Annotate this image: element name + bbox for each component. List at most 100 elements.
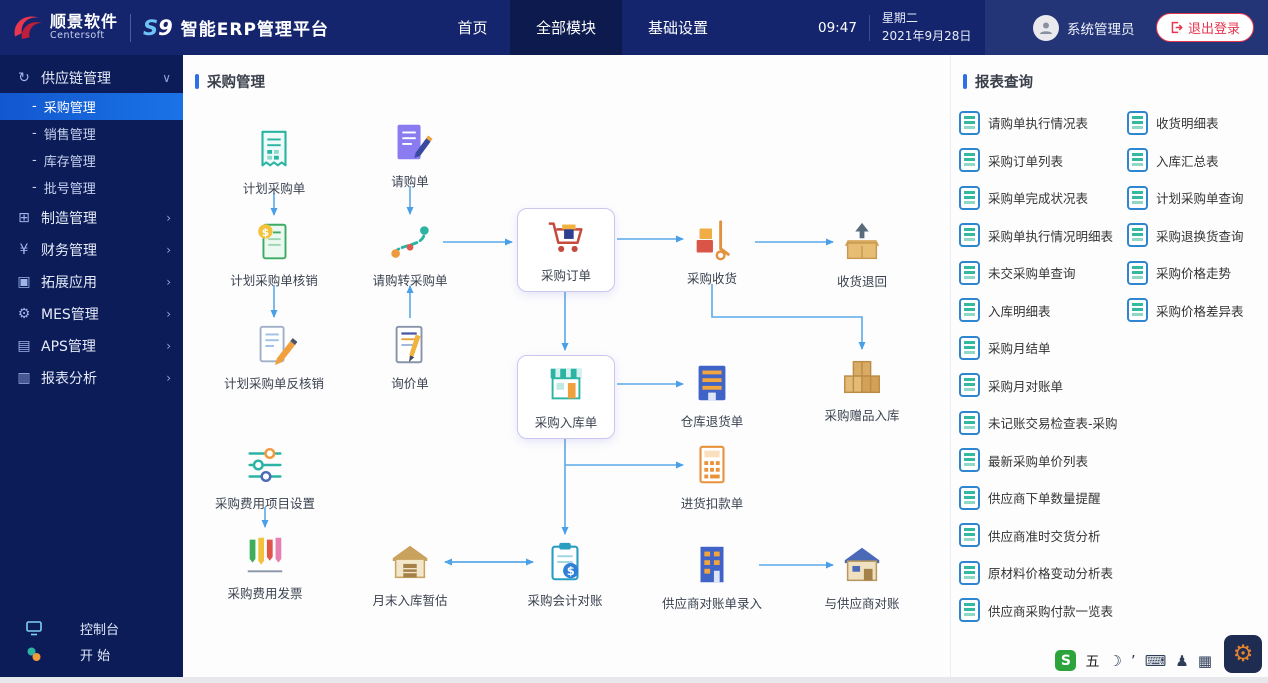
product-logo-9: 9: [158, 15, 173, 40]
flow-node-purchase-order[interactable]: 采购订单: [517, 208, 615, 292]
flow-node-receiving-return[interactable]: 收货退回: [802, 220, 922, 290]
node-label: 采购费用项目设置: [214, 496, 315, 511]
console-button[interactable]: 控制台: [0, 615, 183, 641]
report-item[interactable]: 原材料价格变动分析表: [959, 560, 1129, 585]
sidebar-group-label: 供应链管理: [41, 71, 111, 87]
flow-node-planned-purchase-order[interactable]: 计划采购单: [214, 127, 334, 197]
report-item[interactable]: 供应商采购付款一览表: [959, 598, 1129, 622]
report-item[interactable]: 入库汇总表: [1127, 148, 1268, 172]
nav-all-modules[interactable]: 全部模块: [510, 0, 622, 55]
flow-node-supplier-statement-entry[interactable]: 供应商对账单录入: [652, 542, 772, 612]
flow-node-purchase-receiving[interactable]: 采购收货: [652, 217, 772, 287]
sidebar-group-supply-chain[interactable]: ↻ 供应链管理 ∨: [0, 63, 183, 93]
keyboard-icon[interactable]: ⌨: [1144, 651, 1167, 670]
start-button[interactable]: 开 始: [0, 641, 183, 667]
flow-node-purchase-expense-invoice[interactable]: 采购费用发票: [205, 532, 325, 602]
sidebar-item-label: 采购管理: [43, 101, 96, 116]
month-end-estimate-icon: [392, 545, 428, 579]
report-item[interactable]: 采购退换货查询: [1127, 223, 1268, 247]
apostrophe-icon[interactable]: ’: [1130, 651, 1136, 670]
report-item-label: 未记账交易检查表-采购: [988, 416, 1118, 431]
sidebar-group-aps[interactable]: ▤ APS管理 ›: [0, 331, 183, 361]
report-item[interactable]: 采购订单列表: [959, 148, 1129, 172]
report-item-label: 供应商采购付款一览表: [988, 603, 1114, 619]
purchase-deduction-icon: [699, 445, 725, 484]
report-item[interactable]: 采购单完成状况表: [959, 185, 1129, 210]
settings-gear-button[interactable]: ⚙: [1224, 635, 1262, 673]
chevron-down-icon: ∨: [162, 71, 171, 85]
report-item[interactable]: 入库明细表: [959, 298, 1129, 322]
sidebar-item-purchase-management[interactable]: - 采购管理: [0, 93, 183, 120]
logout-icon: [1171, 21, 1183, 34]
brand-block: 顺景软件 Centersoft: [50, 13, 118, 41]
clock-time: 09:47: [818, 19, 857, 36]
node-label: 请购转采购单: [372, 273, 448, 288]
person-icon[interactable]: ♟: [1175, 651, 1189, 670]
flow-node-purchase-accounting-reconciliation[interactable]: $ 采购会计对账: [505, 539, 625, 609]
moon-icon[interactable]: ☽: [1108, 651, 1122, 670]
grid-icon[interactable]: ▦: [1197, 651, 1212, 670]
sidebar-group-report-analysis[interactable]: ▥ 报表分析 ›: [0, 363, 183, 393]
report-item[interactable]: 请购单执行情况表: [959, 110, 1129, 135]
node-label: 计划采购单: [242, 181, 306, 196]
report-item[interactable]: 收货明细表: [1127, 110, 1268, 135]
report-icon: [959, 260, 980, 285]
node-label: 计划采购单核销: [230, 273, 318, 288]
report-item[interactable]: 采购价格走势: [1127, 260, 1268, 285]
ime-sogou-icon[interactable]: S: [1055, 650, 1077, 671]
chevron-right-icon: ›: [166, 307, 171, 321]
bottom-scroll-strip[interactable]: [0, 677, 1268, 683]
chevron-right-icon: ›: [166, 339, 171, 353]
node-label: 请购单: [391, 174, 429, 189]
flow-node-requisition-to-po[interactable]: 请购转采购单: [350, 219, 470, 289]
report-item[interactable]: 采购月结单: [959, 335, 1129, 360]
planned-po-reverse-writeoff-icon: [259, 325, 298, 366]
reports-right-column: 收货明细表 入库汇总表 计划采购单查询 采购退换货查询 采购价格走势 采购价格差…: [1127, 110, 1268, 336]
flow-node-inquiry-sheet[interactable]: 询价单: [350, 322, 470, 392]
svg-text:$: $: [262, 227, 269, 239]
avatar[interactable]: [1033, 14, 1059, 41]
report-icon: [959, 560, 980, 585]
app-title: 智能ERP管理平台: [180, 20, 329, 40]
report-icon: [959, 448, 980, 472]
report-icon: [959, 298, 980, 322]
sidebar-item-label: 销售管理: [43, 128, 96, 143]
purchase-order-icon: [548, 222, 583, 253]
logout-button[interactable]: 退出登录: [1155, 13, 1254, 42]
flow-node-planned-po-reverse-writeoff[interactable]: 计划采购单反核销: [214, 322, 334, 392]
sidebar-item-label: 批号管理: [43, 182, 96, 197]
flow-node-planned-po-writeoff[interactable]: $ 计划采购单核销: [214, 219, 334, 289]
sidebar-item-batch-management[interactable]: - 批号管理: [0, 174, 183, 201]
report-item[interactable]: 供应商准时交货分析: [959, 523, 1129, 547]
report-item[interactable]: 采购月对账单: [959, 373, 1129, 397]
sidebar-item-sales-management[interactable]: - 销售管理: [0, 120, 183, 147]
flow-node-supplier-reconciliation[interactable]: 与供应商对账: [802, 542, 922, 612]
node-label: 进货扣款单: [680, 496, 744, 511]
report-item-label: 入库汇总表: [1156, 153, 1219, 169]
flow-node-purchase-requisition[interactable]: 请购单: [350, 120, 470, 190]
sidebar-group-label: 拓展应用: [41, 275, 97, 291]
sidebar-group-extensions[interactable]: ▣ 拓展应用 ›: [0, 267, 183, 297]
report-item[interactable]: 最新采购单价列表: [959, 448, 1129, 472]
flow-node-month-end-estimate[interactable]: 月末入库暂估: [350, 539, 470, 609]
flow-node-warehouse-return[interactable]: 仓库退货单: [652, 360, 772, 430]
flow-node-purchase-deduction[interactable]: 进货扣款单: [652, 442, 772, 512]
nav-basic-settings[interactable]: 基础设置: [647, 19, 708, 37]
ime-wubi-icon[interactable]: 五: [1085, 653, 1100, 670]
report-item[interactable]: 未记账交易检查表-采购: [959, 410, 1129, 435]
nav-home[interactable]: 首页: [457, 19, 488, 37]
sidebar-group-manufacturing[interactable]: ⊞ 制造管理 ›: [0, 203, 183, 233]
report-item[interactable]: 未交采购单查询: [959, 260, 1129, 285]
flow-node-purchase-gift-stock-in[interactable]: 采购赠品入库: [802, 354, 922, 424]
report-item[interactable]: 计划采购单查询: [1127, 185, 1268, 210]
report-item-label: 采购价格差异表: [1156, 303, 1244, 319]
report-item[interactable]: 供应商下单数量提醒: [959, 485, 1129, 510]
report-item[interactable]: 采购价格差异表: [1127, 298, 1268, 322]
sidebar-group-finance[interactable]: ¥ 财务管理 ›: [0, 235, 183, 265]
sidebar-group-mes[interactable]: ⚙ MES管理 ›: [0, 299, 183, 329]
flow-node-purchase-stock-in[interactable]: 采购入库单: [517, 355, 615, 439]
flow-node-purchase-expense-item-setting[interactable]: 采购费用项目设置: [205, 442, 325, 512]
report-item-label: 采购月结单: [988, 341, 1051, 356]
report-item[interactable]: 采购单执行情况明细表: [959, 223, 1129, 247]
sidebar-item-inventory-management[interactable]: - 库存管理: [0, 147, 183, 174]
